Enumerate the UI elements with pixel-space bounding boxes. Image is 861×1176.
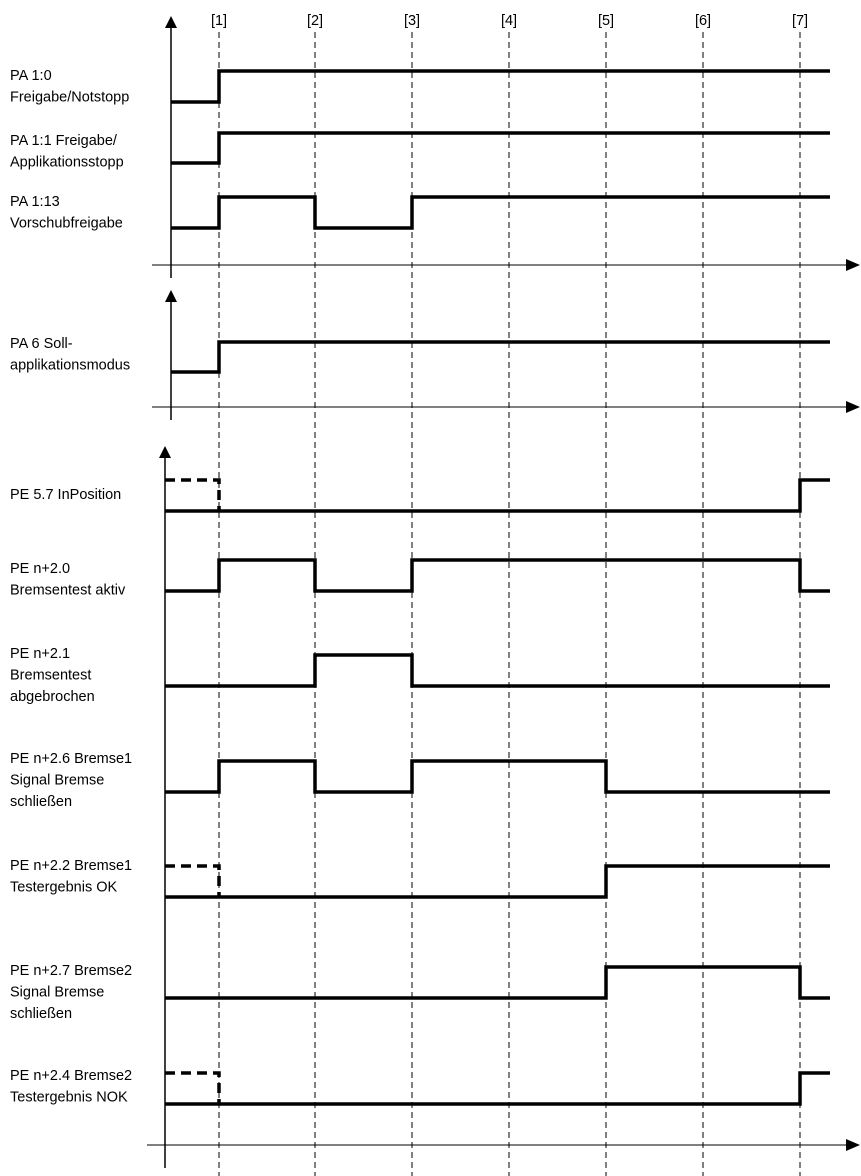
- signal-undefined-state: [165, 478, 221, 511]
- marker-label-7: [7]: [792, 13, 808, 29]
- signal-label: PE 5.7 InPosition: [10, 487, 121, 503]
- signal-label: PE n+2.6 Bremse1: [10, 751, 132, 767]
- time-axis-arrow-icon: [846, 1139, 860, 1151]
- signal-label: PA 1:0: [10, 68, 52, 84]
- signal-pe-5-7: PE 5.7 InPosition: [10, 478, 830, 513]
- y-axis-arrow-icon: [159, 446, 171, 458]
- signal-label: PE n+2.7 Bremse2: [10, 963, 132, 979]
- marker-label-3: [3]: [404, 13, 420, 29]
- signal-label: Freigabe/Notstopp: [10, 90, 129, 106]
- signal-undefined-state: [165, 864, 221, 897]
- signal-label: schließen: [10, 1006, 72, 1022]
- signal-pa-1-1: PA 1:1 Freigabe/Applikationsstopp: [10, 131, 830, 171]
- time-axis-arrow-icon: [846, 259, 860, 271]
- signal-label: Testergebnis NOK: [10, 1090, 128, 1106]
- signal-label: schließen: [10, 794, 72, 810]
- signal-label: Bremsentest aktiv: [10, 583, 126, 599]
- marker-label-2: [2]: [307, 13, 323, 29]
- signal-label: PE n+2.2 Bremse1: [10, 858, 132, 874]
- signal-label: PA 1:1 Freigabe/: [10, 133, 118, 149]
- signal-trace: [165, 864, 830, 899]
- signal-label: PE n+2.0: [10, 561, 70, 577]
- signal-label: PA 1:13: [10, 194, 60, 210]
- signal-trace: [165, 558, 830, 593]
- signal-undefined-state: [165, 1071, 221, 1104]
- signal-trace: [165, 1071, 830, 1106]
- marker-label-4: [4]: [501, 13, 517, 29]
- signal-trace: [171, 195, 830, 230]
- signal-trace: [165, 478, 830, 513]
- signal-label: Signal Bremse: [10, 985, 104, 1001]
- signal-trace: [171, 69, 830, 104]
- marker-label-1: [1]: [211, 13, 227, 29]
- signal-label: PE n+2.4 Bremse2: [10, 1068, 132, 1084]
- signal-trace: [165, 653, 830, 688]
- signal-label: PE n+2.1: [10, 646, 70, 662]
- time-axis-arrow-icon: [846, 401, 860, 413]
- y-axis-arrow-icon: [165, 290, 177, 302]
- signal-label: PA 6 Soll-: [10, 336, 73, 352]
- signal-pa-6: PA 6 Soll-applikationsmodus: [10, 336, 830, 374]
- time-markers: [1] [2] [3] [4] [5] [6] [7]: [211, 13, 808, 1176]
- y-axis-arrow-icon: [165, 16, 177, 28]
- signal-trace: [165, 759, 830, 794]
- marker-label-6: [6]: [695, 13, 711, 29]
- signal-label: Signal Bremse: [10, 773, 104, 789]
- axes: [147, 16, 860, 1168]
- signal-label: applikationsmodus: [10, 358, 130, 374]
- signal-trace: [171, 131, 830, 165]
- signal-trace: [165, 965, 830, 1000]
- signal-trace: [171, 340, 830, 374]
- signal-label: abgebrochen: [10, 689, 95, 705]
- marker-label-5: [5]: [598, 13, 614, 29]
- signal-label: Vorschubfreigabe: [10, 216, 123, 232]
- signal-label: Bremsentest: [10, 668, 91, 684]
- signal-label: Testergebnis OK: [10, 880, 118, 896]
- signal-label: Applikationsstopp: [10, 155, 124, 171]
